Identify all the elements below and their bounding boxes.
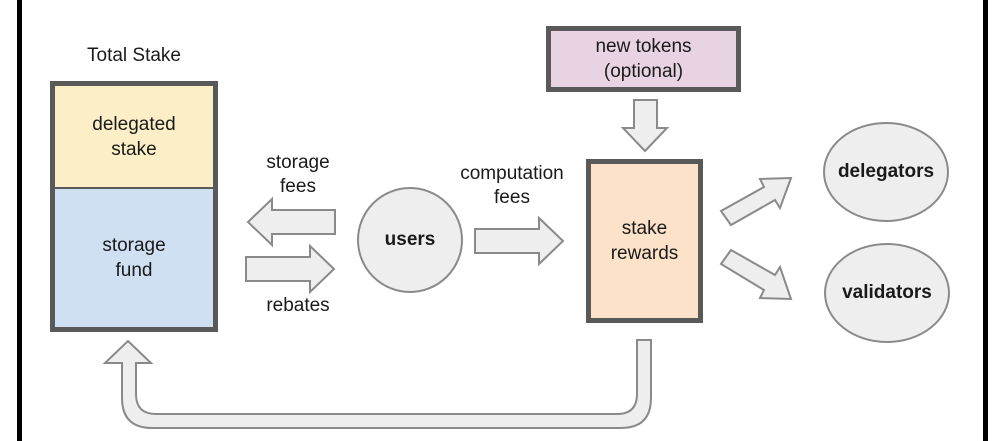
new-tokens-label-line2: (optional) (603, 61, 684, 82)
delegators-node-label: delegators (837, 161, 935, 182)
users-node-shape (357, 187, 463, 293)
storage-fund-label-line1: storage (102, 235, 166, 256)
computation-fees-label-line1: computation (460, 163, 564, 184)
storage-fund-label-line2: fund (115, 260, 153, 281)
storage-fees-label-line2: fees (280, 176, 316, 197)
return-to-storage-fund-arrow (102, 339, 652, 429)
stake-rewards-label-line2: rewards (610, 243, 679, 264)
computation-fees-label-line2: fees (494, 187, 530, 208)
delegated-stake-label-line2: stake (111, 138, 157, 160)
new-tokens-down-arrow (620, 99, 670, 153)
frame-left-border (17, 0, 22, 441)
delegated-stake-label-line1: delegated (92, 113, 176, 135)
validators-arrow (719, 248, 793, 301)
new-tokens-box: new tokens (optional) (546, 26, 741, 92)
delegated-stake-section: delegated stake (55, 86, 213, 189)
storage-fees-label: storage fees (246, 151, 350, 199)
users-node-label: users (384, 229, 436, 250)
delegators-arrow (719, 176, 793, 227)
total-stake-box: delegated stake storage fund (50, 81, 218, 332)
storage-fund-section: storage fund (55, 189, 213, 327)
new-tokens-label-line1: new tokens (595, 36, 692, 57)
stake-rewards-label-line1: stake (621, 218, 668, 239)
storage-fees-label-line1: storage (266, 152, 330, 173)
delegators-node-shape (823, 122, 949, 222)
frame-right-border (983, 0, 988, 441)
stake-rewards-box: stake rewards (586, 159, 703, 323)
computation-fees-label: computation fees (440, 162, 584, 210)
computation-fees-arrow (474, 215, 565, 267)
storage-fees-arrow (246, 196, 336, 248)
rebates-arrow (245, 243, 336, 295)
validators-node-shape (824, 243, 950, 343)
total-stake-title: Total Stake (87, 45, 181, 66)
rebates-label: rebates (266, 295, 330, 316)
validators-node-label: validators (842, 282, 932, 303)
